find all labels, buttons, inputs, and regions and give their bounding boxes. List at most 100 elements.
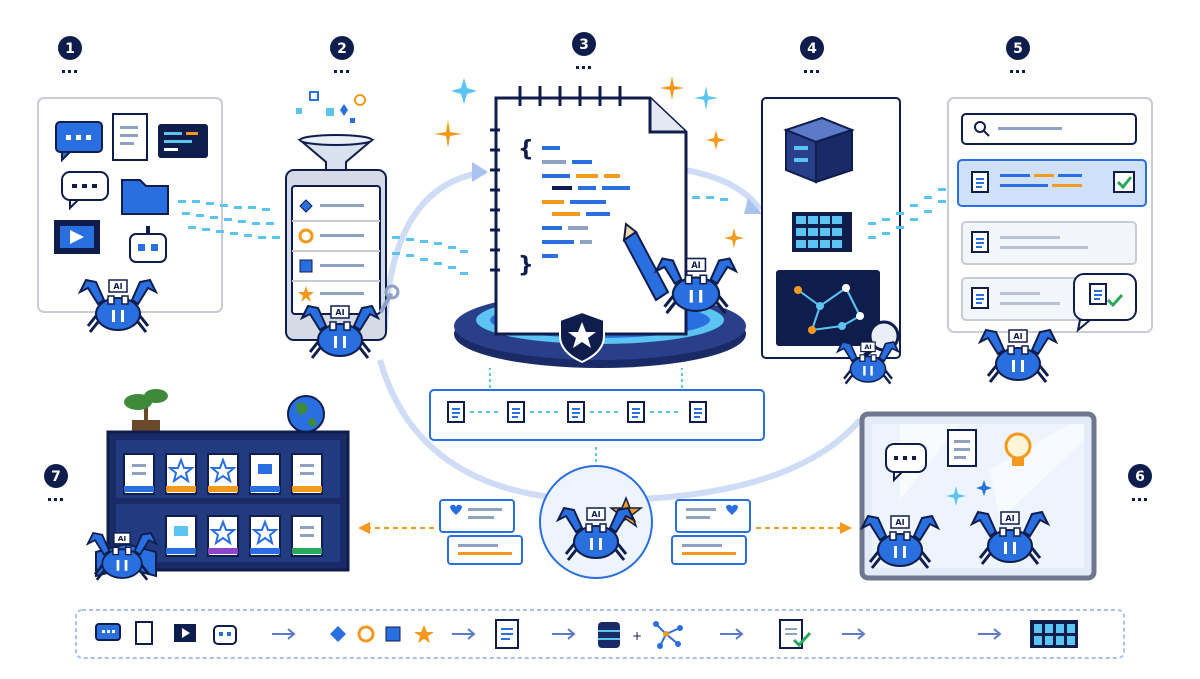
crab-mascot: AI — [555, 506, 637, 561]
video-icon — [54, 220, 100, 254]
folder-icon — [121, 179, 169, 215]
crab-eye — [870, 354, 877, 362]
crab-body — [573, 525, 619, 559]
crab-ai-chip — [890, 515, 910, 529]
library-shelf — [95, 389, 350, 578]
crab-leg — [1036, 371, 1048, 383]
up-arrows — [489, 368, 683, 474]
lightbulb-icon — [1004, 432, 1032, 466]
strip-extract-icons — [330, 625, 434, 643]
crab-leg — [566, 549, 578, 561]
result-row-selected — [957, 159, 1147, 207]
retrieval-panel — [947, 97, 1153, 333]
strip-arrow — [720, 628, 744, 640]
crab-leg — [138, 569, 149, 581]
step-number-1: 1 — [65, 41, 75, 57]
strip-verified-icon — [779, 619, 812, 649]
crab-leg — [978, 547, 990, 559]
crab-eye — [999, 527, 1007, 537]
crab-body — [849, 355, 887, 383]
crab-eye — [1013, 527, 1021, 537]
crab-belly-mark — [894, 546, 897, 558]
crab-eye — [859, 354, 866, 362]
data-stream-3-to-4 — [692, 196, 728, 201]
crab-claw-left — [653, 257, 683, 286]
shelf-cards-top — [123, 453, 323, 495]
crab-claw-right — [1030, 328, 1059, 356]
crab-leg — [360, 341, 372, 353]
crab-leg — [883, 374, 892, 385]
crab-leg — [88, 321, 100, 333]
crab-leg — [564, 543, 576, 555]
orange-arrow-left — [358, 522, 434, 534]
crab-ai-label: AI — [113, 282, 122, 291]
feedback-card-left — [439, 499, 523, 565]
data-stream-4-to-5 — [868, 188, 946, 239]
crab-ai-chip — [108, 279, 128, 293]
strip-spec-icon — [495, 619, 519, 649]
shelf-cards-bottom — [165, 515, 323, 557]
crab-ai-chip — [586, 507, 606, 521]
feedback-hub — [539, 465, 653, 579]
crab-body — [671, 276, 721, 313]
crab-belly-mark — [1013, 542, 1016, 554]
crab-mascot: AI — [77, 278, 159, 333]
crab-ai-label: AI — [691, 260, 701, 270]
crab-belly-mark — [689, 290, 693, 303]
crab-claw-left — [85, 531, 111, 556]
crab-claw-right — [130, 278, 159, 306]
step-number-2: 2 — [337, 41, 347, 57]
floating-shape-icons — [296, 91, 366, 123]
crab-leg — [665, 301, 677, 315]
document-chain — [429, 368, 765, 474]
crab-belly-mark — [699, 290, 703, 303]
crab-ai-label: AI — [864, 343, 871, 351]
crab-body — [995, 347, 1041, 381]
crab-leg — [86, 315, 98, 327]
pipeline-strip: + — [75, 609, 1125, 659]
crab-eye — [329, 321, 337, 331]
crab-leg — [1038, 365, 1050, 377]
step-number-4: 4 — [807, 41, 817, 57]
shield-star-icon — [559, 310, 605, 364]
crab-belly-mark — [870, 366, 873, 376]
crab-body — [95, 297, 141, 331]
collaboration-whiteboard — [859, 411, 1097, 581]
crab-ai-chip — [685, 257, 707, 272]
step-badge-6: 6 — [1128, 464, 1152, 501]
crab-eye — [112, 546, 120, 556]
crab-eye — [343, 321, 351, 331]
extract-item-circle — [292, 228, 380, 252]
crab-ai-label: AI — [895, 518, 904, 527]
crab-claw-right — [878, 341, 901, 363]
crab-leg — [843, 370, 852, 380]
comment-icon — [61, 171, 109, 211]
table-grid-icon — [792, 212, 852, 252]
search-bar — [961, 113, 1137, 145]
arc-arrowhead-left — [472, 162, 488, 182]
crab-claw-right — [709, 257, 739, 286]
crab-claw-left — [969, 510, 998, 538]
crab-leg — [614, 549, 626, 561]
crab-claw-right — [912, 514, 941, 542]
crab-claw-right — [133, 531, 159, 556]
crab-belly-mark — [112, 310, 115, 322]
document-icon — [112, 113, 148, 161]
step-number-7: 7 — [51, 469, 61, 485]
robot-icon — [129, 226, 167, 263]
crab-leg — [93, 564, 104, 576]
step-badge-5: 5 — [1006, 36, 1030, 73]
crab-leg — [663, 295, 675, 308]
crab-mascot: AI — [859, 514, 941, 569]
data-stream-2-to-3 — [392, 236, 468, 275]
loop-arc-top — [382, 169, 486, 331]
crab-claw-left — [555, 506, 584, 534]
crab-eye — [585, 523, 593, 533]
strip-arrow — [272, 628, 296, 640]
crab-leg — [918, 557, 930, 569]
crab-leg — [95, 569, 106, 581]
crab-leg — [884, 370, 893, 380]
crab-leg — [988, 371, 1000, 383]
verified-doc-bubble — [1073, 273, 1137, 333]
step-badge-7: 7 — [44, 464, 68, 501]
